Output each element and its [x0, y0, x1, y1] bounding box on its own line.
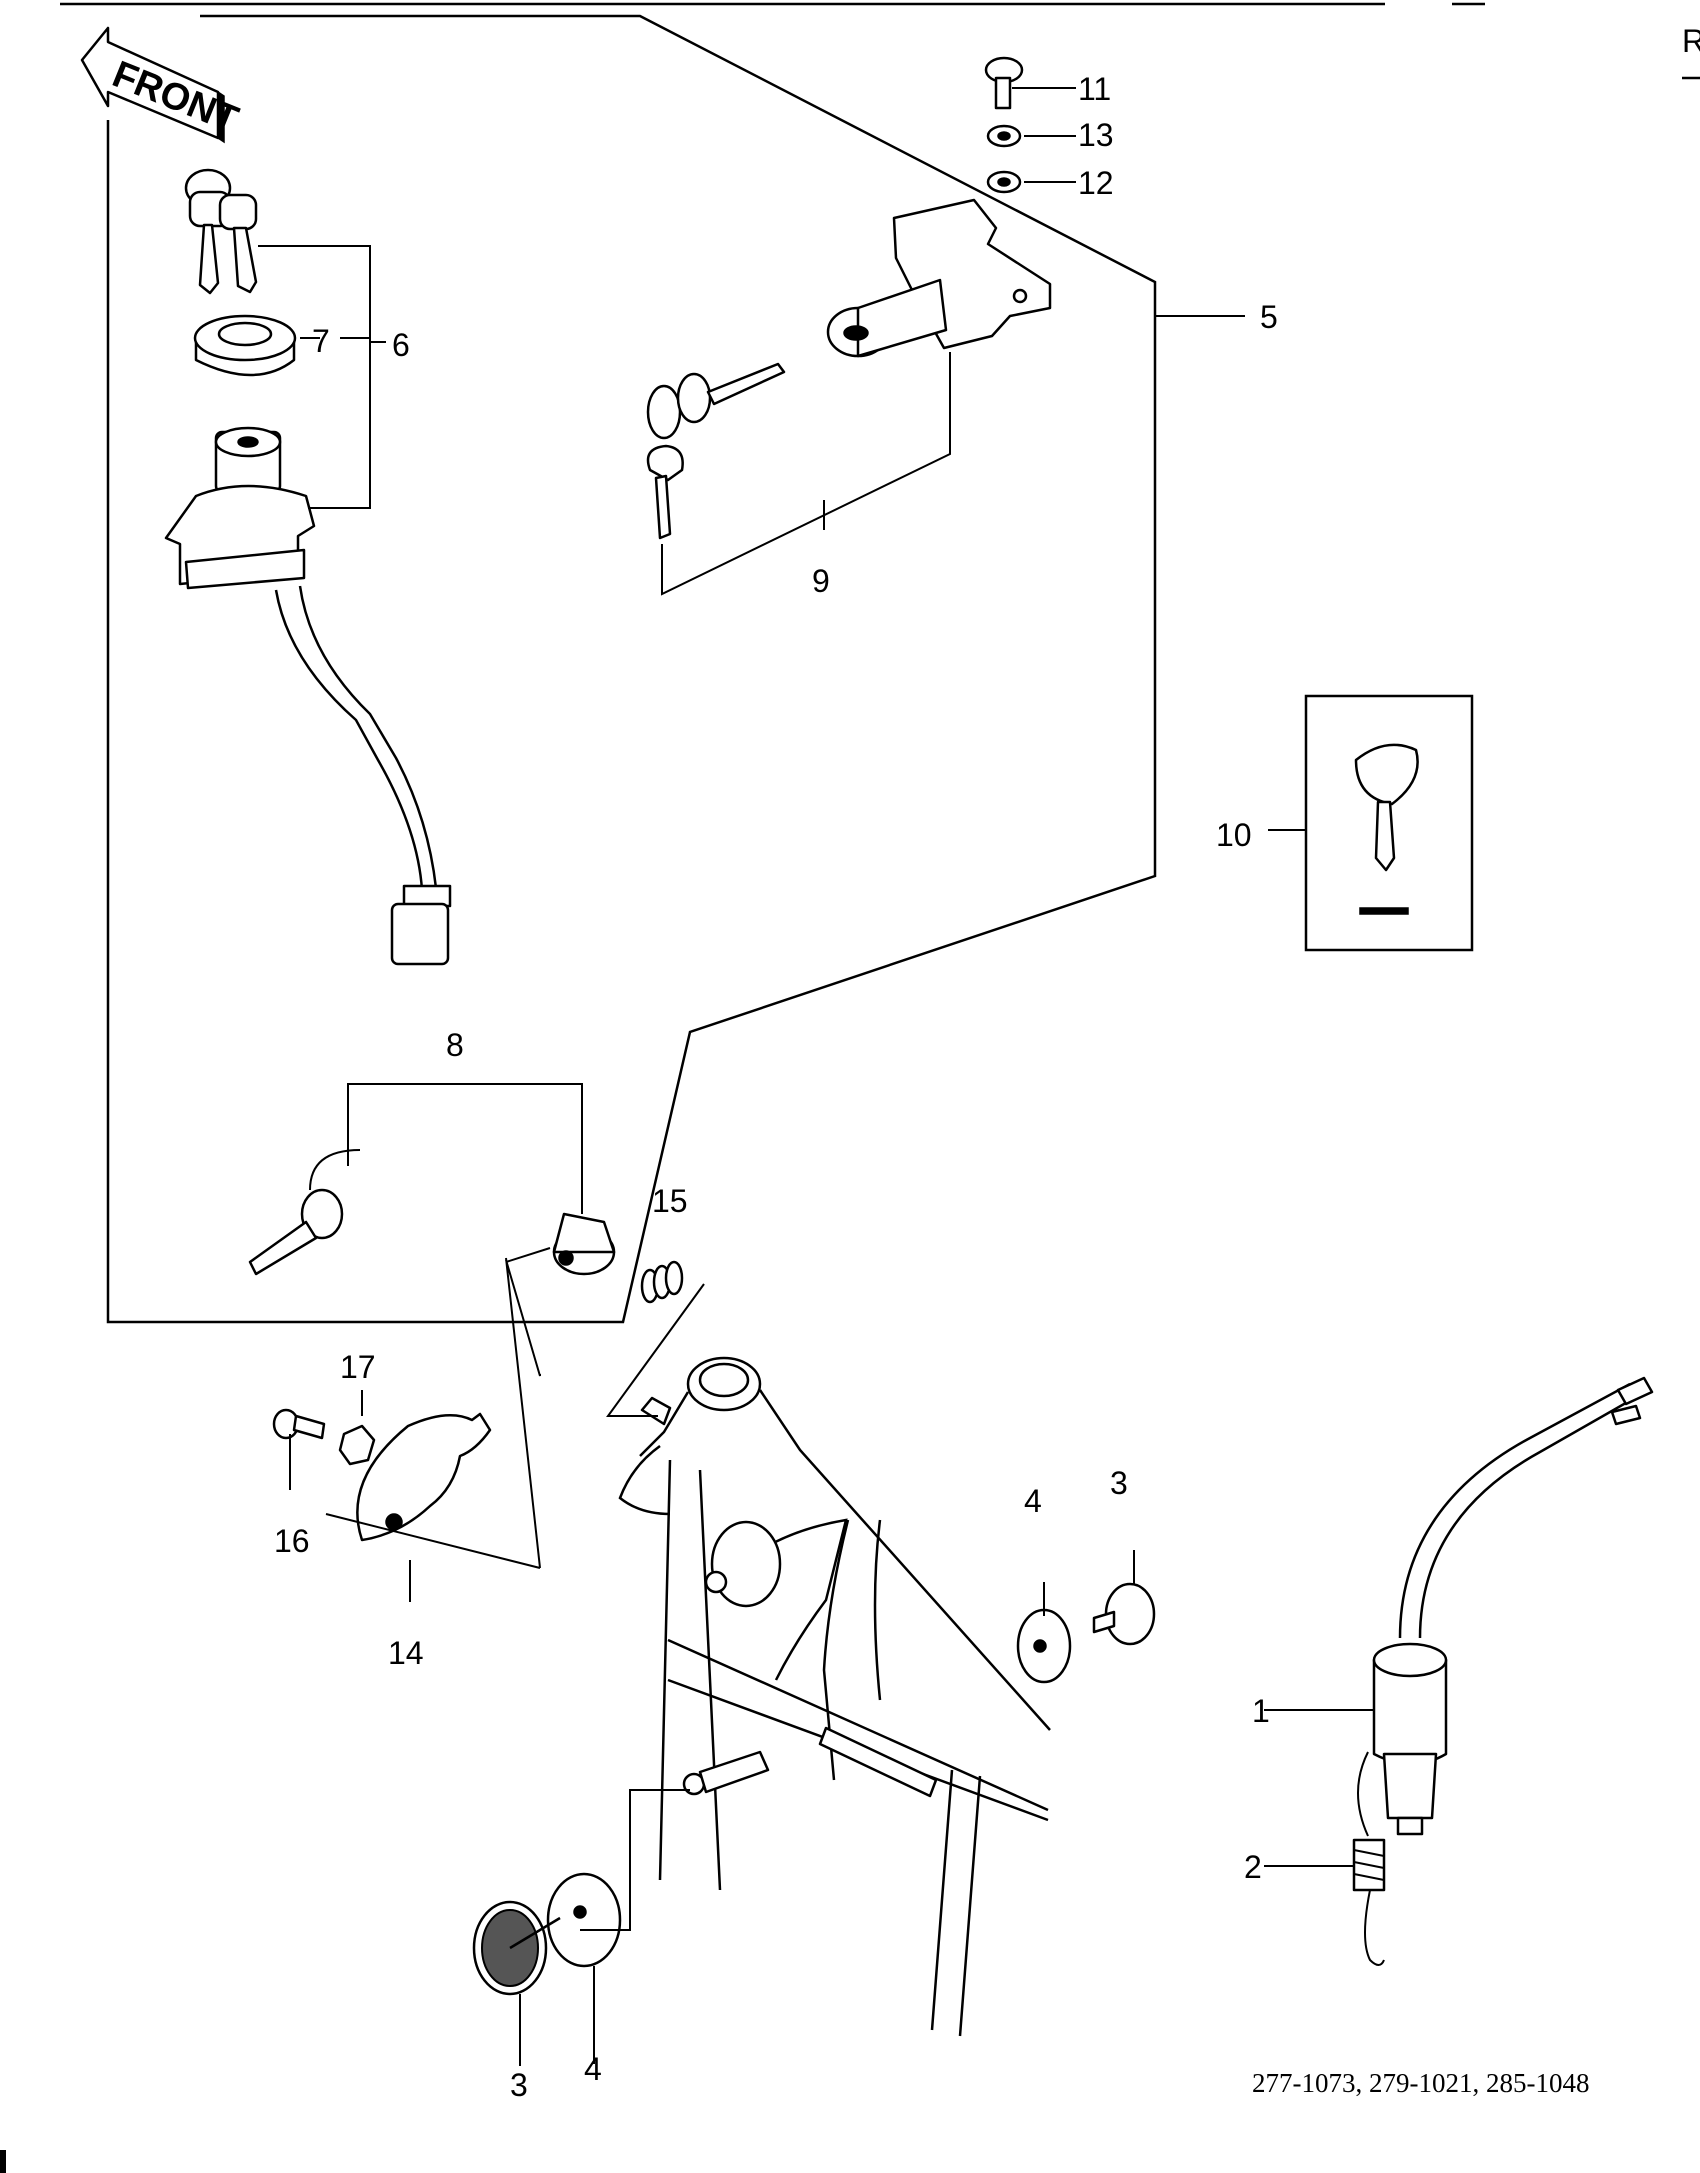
grommet-icon	[1016, 1608, 1072, 1684]
callout-14: 14	[388, 1635, 424, 1671]
callout-10: 10	[1216, 817, 1252, 853]
front-arrow-icon: FRONT	[80, 26, 244, 144]
nut-icon	[338, 1424, 376, 1466]
seat-lock-keys-icon	[646, 362, 786, 540]
spring-icon	[640, 1260, 684, 1304]
callout-5: 5	[1260, 299, 1278, 335]
callout-15: 15	[652, 1183, 688, 1219]
ignition-keys-icon	[184, 168, 258, 295]
top-border	[60, 2, 1700, 80]
callout-4b: 4	[584, 2051, 602, 2087]
washer-icon	[986, 124, 1022, 148]
ignition-switch-icon	[164, 426, 452, 966]
callout-13: 13	[1078, 117, 1114, 153]
callout-17: 17	[340, 1349, 376, 1385]
reference-codes: 277-1073, 279-1021, 285-1048	[1252, 2068, 1589, 2098]
callout-7: 7	[312, 323, 330, 359]
spring-icon	[1352, 1751, 1386, 1966]
callout-11: 11	[1078, 71, 1111, 107]
callout-8: 8	[446, 1027, 464, 1063]
callout-2: 2	[1244, 1849, 1262, 1885]
callout-9: 9	[812, 563, 830, 599]
callout-6: 6	[392, 327, 410, 363]
front-label: FRONT	[107, 53, 244, 141]
brake-light-switch-icon	[1372, 1376, 1654, 1836]
callout-16: 16	[274, 1523, 310, 1559]
ignition-nut-icon	[193, 314, 297, 377]
callout-3a: 3	[1110, 1465, 1128, 1501]
callout-3b: 3	[510, 2067, 528, 2103]
bolt-icon	[984, 56, 1024, 110]
edge-mark: R	[1682, 23, 1700, 59]
reflector-mount-icon	[1092, 1582, 1156, 1646]
callout-4a: 4	[1024, 1483, 1042, 1519]
group-outline	[106, 14, 1157, 1324]
callout-12: 12	[1078, 165, 1114, 201]
key-blank-icon	[1304, 694, 1474, 952]
callout-1: 1	[1252, 1693, 1270, 1729]
corner-mark	[0, 2150, 6, 2173]
grommet-icon	[546, 1872, 622, 1968]
seat-lock-icon	[826, 198, 1052, 358]
lock-plate-icon	[356, 1412, 492, 1542]
screw-icon	[272, 1408, 326, 1440]
helmet-lock-key-icon	[248, 1149, 616, 1276]
leader-lines	[258, 87, 1374, 2066]
frame-steering-head-icon	[618, 1356, 1051, 2037]
washer-icon	[986, 170, 1022, 194]
reflector-icon	[472, 1900, 561, 1996]
